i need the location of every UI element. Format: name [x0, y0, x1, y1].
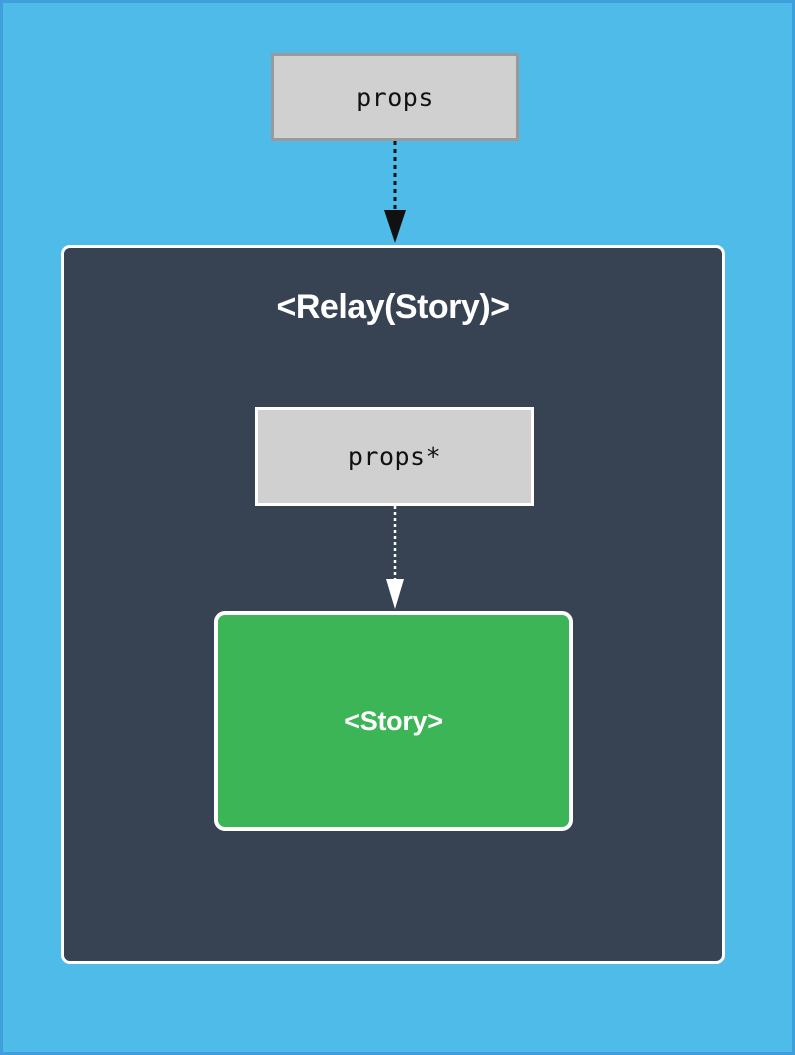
- node-story[interactable]: <Story>: [214, 611, 573, 831]
- node-relay-story-panel[interactable]: <Relay(Story)>: [61, 245, 725, 964]
- node-story-label: <Story>: [344, 705, 443, 736]
- node-props-star[interactable]: props*: [255, 407, 534, 506]
- props-to-relay-arrowhead: [384, 210, 406, 243]
- node-props[interactable]: props: [271, 53, 519, 141]
- node-props-star-label: props*: [347, 442, 442, 471]
- node-relay-story-title: <Relay(Story)>: [276, 288, 511, 326]
- node-props-label: props: [356, 82, 434, 112]
- props-to-relay-arrow: [384, 141, 406, 243]
